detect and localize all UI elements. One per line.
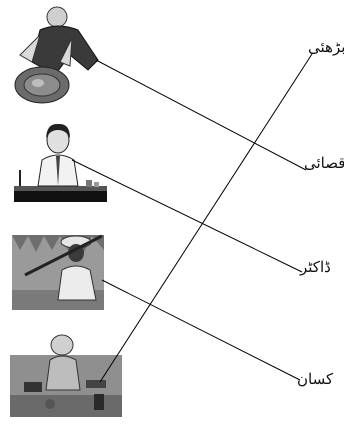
connector-line-butcher xyxy=(95,59,307,171)
connector-line-carpenter xyxy=(99,53,313,383)
word-farmer: کسان xyxy=(297,370,334,388)
word-butcher: قصائی xyxy=(304,154,344,172)
connector-line-doctor xyxy=(71,159,303,273)
farmer-figure-icon xyxy=(12,234,104,310)
doctor-figure-icon xyxy=(14,123,107,202)
connector-line-farmer xyxy=(101,279,301,381)
word-doctor: ڈاکٹر xyxy=(300,258,331,276)
carpenter-figure-icon xyxy=(10,334,122,417)
word-carpenter: بڑھئی xyxy=(308,38,344,56)
butcher-figure-icon xyxy=(10,5,100,105)
